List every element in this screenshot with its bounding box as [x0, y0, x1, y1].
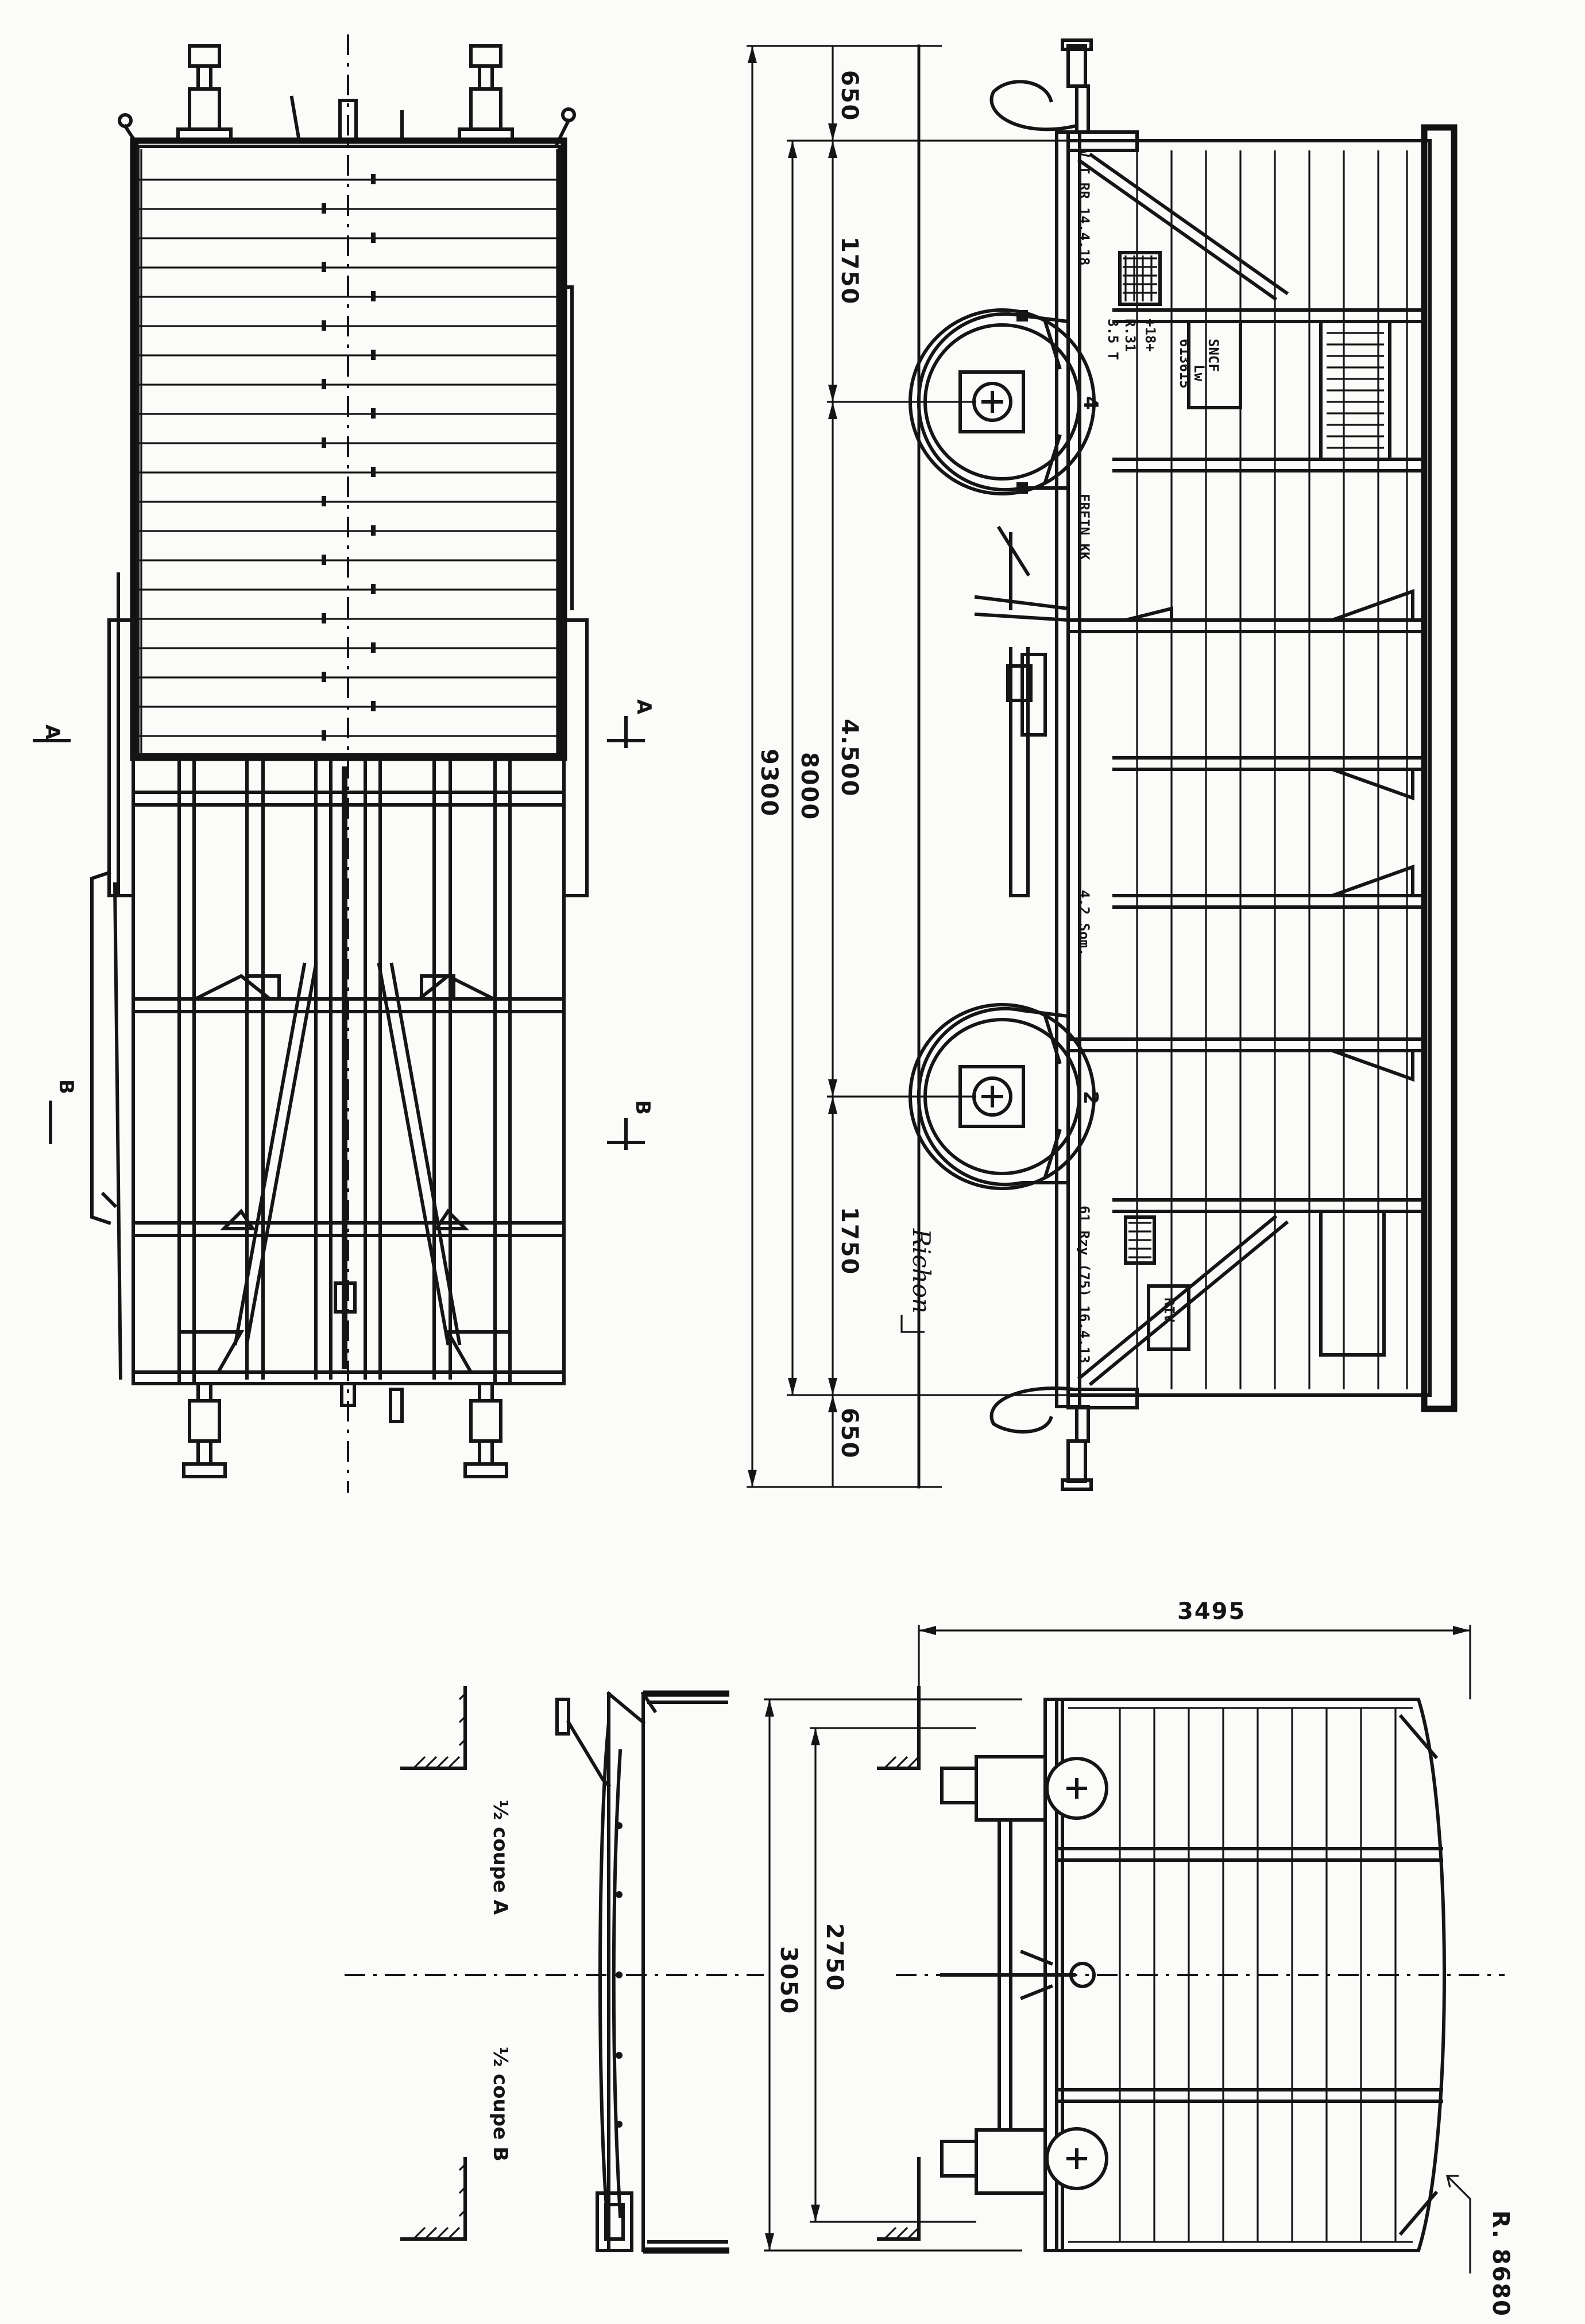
marking-small-3: 3.5 T	[1105, 319, 1121, 360]
marking-side-plate: 4.2 Som.	[1076, 890, 1092, 956]
end-dimensions: 3495 3050 2750 R. 8680	[764, 1598, 1514, 2317]
marking-class: Lw	[1191, 365, 1207, 381]
marking-small-1: +18+	[1142, 319, 1158, 352]
buffer-top-right	[458, 44, 514, 141]
roof-bolts	[322, 174, 376, 741]
dim-body-inner-height: 2750	[821, 1923, 848, 1992]
end-elevation: 3495 3050 2750 R. 8680	[764, 1598, 1514, 2317]
roof-planks	[138, 179, 559, 737]
elevation-buffer-bottom	[989, 1386, 1093, 1491]
plan-view: A A B B	[33, 34, 655, 1493]
elevation-dimensions: 9300 8000 650 1750 4.500 1750 650	[747, 45, 1068, 1488]
dim-roof-radius: R. 8680	[1487, 2210, 1514, 2317]
section-marker-b: B B	[49, 1079, 654, 1150]
elevation-buffer-top	[989, 38, 1093, 134]
marking-bogie-2: 2	[1079, 1091, 1102, 1105]
dim-bogie-centres: 4.500	[836, 719, 863, 797]
marking-riv: RIV	[1161, 1297, 1177, 1322]
dim-body-width: 3495	[1177, 1598, 1246, 1625]
marking-frein: FREIN KK	[1076, 494, 1092, 560]
wagon-markings: SNCF Lw 613615 V T RR 14.4.18 FREIN KK 4…	[1076, 149, 1242, 1364]
marking-number: 613615	[1177, 339, 1193, 389]
half-sections: ½ coupe A ½ coupe B	[345, 1686, 764, 2254]
buffer-top-left	[176, 44, 233, 141]
end-planks	[1119, 1708, 1397, 2242]
dim-overhang-top: 650	[836, 70, 863, 122]
dim-bogie-half-bottom: 1750	[836, 1207, 863, 1275]
section-b-left-label: B	[55, 1079, 78, 1094]
marking-small-2: R.31	[1122, 319, 1138, 352]
end-buffer-top	[940, 1755, 1108, 1822]
label-half-section-b: ½ coupe B	[489, 2047, 512, 2162]
dim-body-height: 3050	[775, 1946, 802, 2015]
section-b-right-label: B	[631, 1100, 654, 1115]
signature: Richon	[907, 1228, 935, 1314]
marking-sncf: SNCF	[1205, 339, 1221, 372]
dim-bogie-half-top: 1750	[836, 237, 863, 305]
dim-overall-length: 9300	[756, 749, 782, 817]
buffer-bottom-left	[182, 1382, 227, 1478]
end-buffer-bottom	[940, 2127, 1108, 2195]
buffer-bottom-right	[463, 1382, 508, 1478]
section-a-left-label: A	[41, 725, 64, 740]
side-elevation: SNCF Lw 613615 V T RR 14.4.18 FREIN KK 4…	[747, 38, 1458, 1491]
marking-revision: 61 Rzy (75) 16.4.13	[1076, 1206, 1092, 1364]
marking-bogie-1: 4	[1079, 396, 1102, 410]
dim-overhang-bottom: 650	[836, 1408, 863, 1459]
label-half-section-a: ½ coupe A	[489, 1800, 512, 1915]
section-marker-a: A A	[33, 699, 655, 748]
section-a-right-label: A	[632, 699, 655, 715]
marking-tare: V T RR 14.4.18	[1076, 149, 1092, 265]
dim-wheelbase-total: 8000	[796, 752, 822, 820]
